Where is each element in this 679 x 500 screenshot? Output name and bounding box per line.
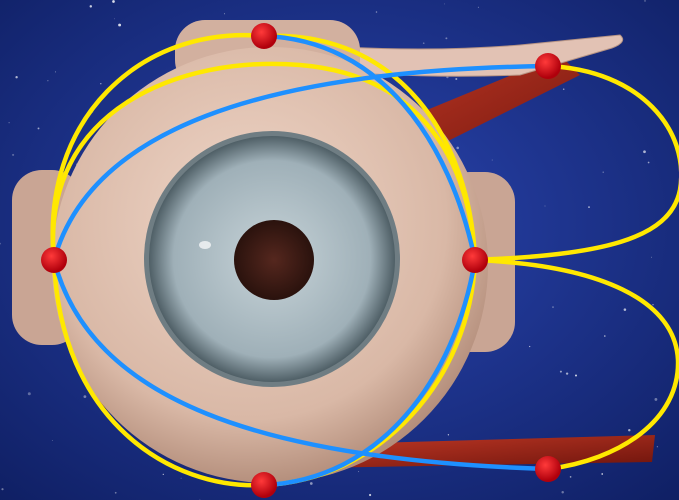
star xyxy=(566,372,568,374)
star xyxy=(55,71,56,72)
star xyxy=(112,0,115,3)
control-point-icon xyxy=(251,472,277,498)
star xyxy=(624,308,627,311)
star xyxy=(601,473,603,475)
star xyxy=(563,88,565,90)
star xyxy=(445,37,447,39)
control-point-icon xyxy=(251,23,277,49)
star xyxy=(163,474,164,475)
star xyxy=(448,434,449,435)
star xyxy=(575,374,577,376)
star xyxy=(12,154,14,156)
star xyxy=(652,304,654,306)
control-point-icon xyxy=(535,53,561,79)
control-point-icon xyxy=(462,247,488,273)
pupil xyxy=(234,220,314,300)
star xyxy=(114,18,115,19)
star xyxy=(529,346,530,347)
star xyxy=(358,471,359,472)
star xyxy=(604,335,606,337)
star xyxy=(224,13,225,14)
star xyxy=(90,5,92,7)
star xyxy=(369,494,371,496)
star xyxy=(376,11,378,13)
star xyxy=(100,83,101,84)
star xyxy=(9,122,10,123)
star xyxy=(628,429,630,431)
star xyxy=(1,488,3,490)
star xyxy=(456,147,459,150)
star xyxy=(657,446,658,447)
star xyxy=(643,150,646,153)
specular-highlight xyxy=(199,241,211,249)
star xyxy=(552,306,554,308)
star xyxy=(492,160,493,161)
star xyxy=(561,491,563,493)
control-point-icon xyxy=(535,456,561,482)
star xyxy=(644,0,646,2)
star xyxy=(603,172,604,173)
star xyxy=(310,482,313,485)
star xyxy=(455,78,457,80)
star xyxy=(570,476,572,478)
star xyxy=(84,395,87,398)
star xyxy=(588,206,590,208)
star xyxy=(545,206,546,207)
star xyxy=(118,24,121,27)
star xyxy=(651,257,652,258)
star xyxy=(28,392,31,395)
star xyxy=(15,76,17,78)
star xyxy=(115,492,117,494)
star xyxy=(654,398,657,401)
star xyxy=(52,440,53,441)
star xyxy=(478,7,479,8)
star xyxy=(560,371,562,373)
star xyxy=(47,80,48,81)
star xyxy=(181,478,182,479)
star xyxy=(648,162,650,164)
star xyxy=(444,3,445,4)
control-point-icon xyxy=(41,247,67,273)
star xyxy=(423,42,425,44)
star xyxy=(38,127,40,129)
